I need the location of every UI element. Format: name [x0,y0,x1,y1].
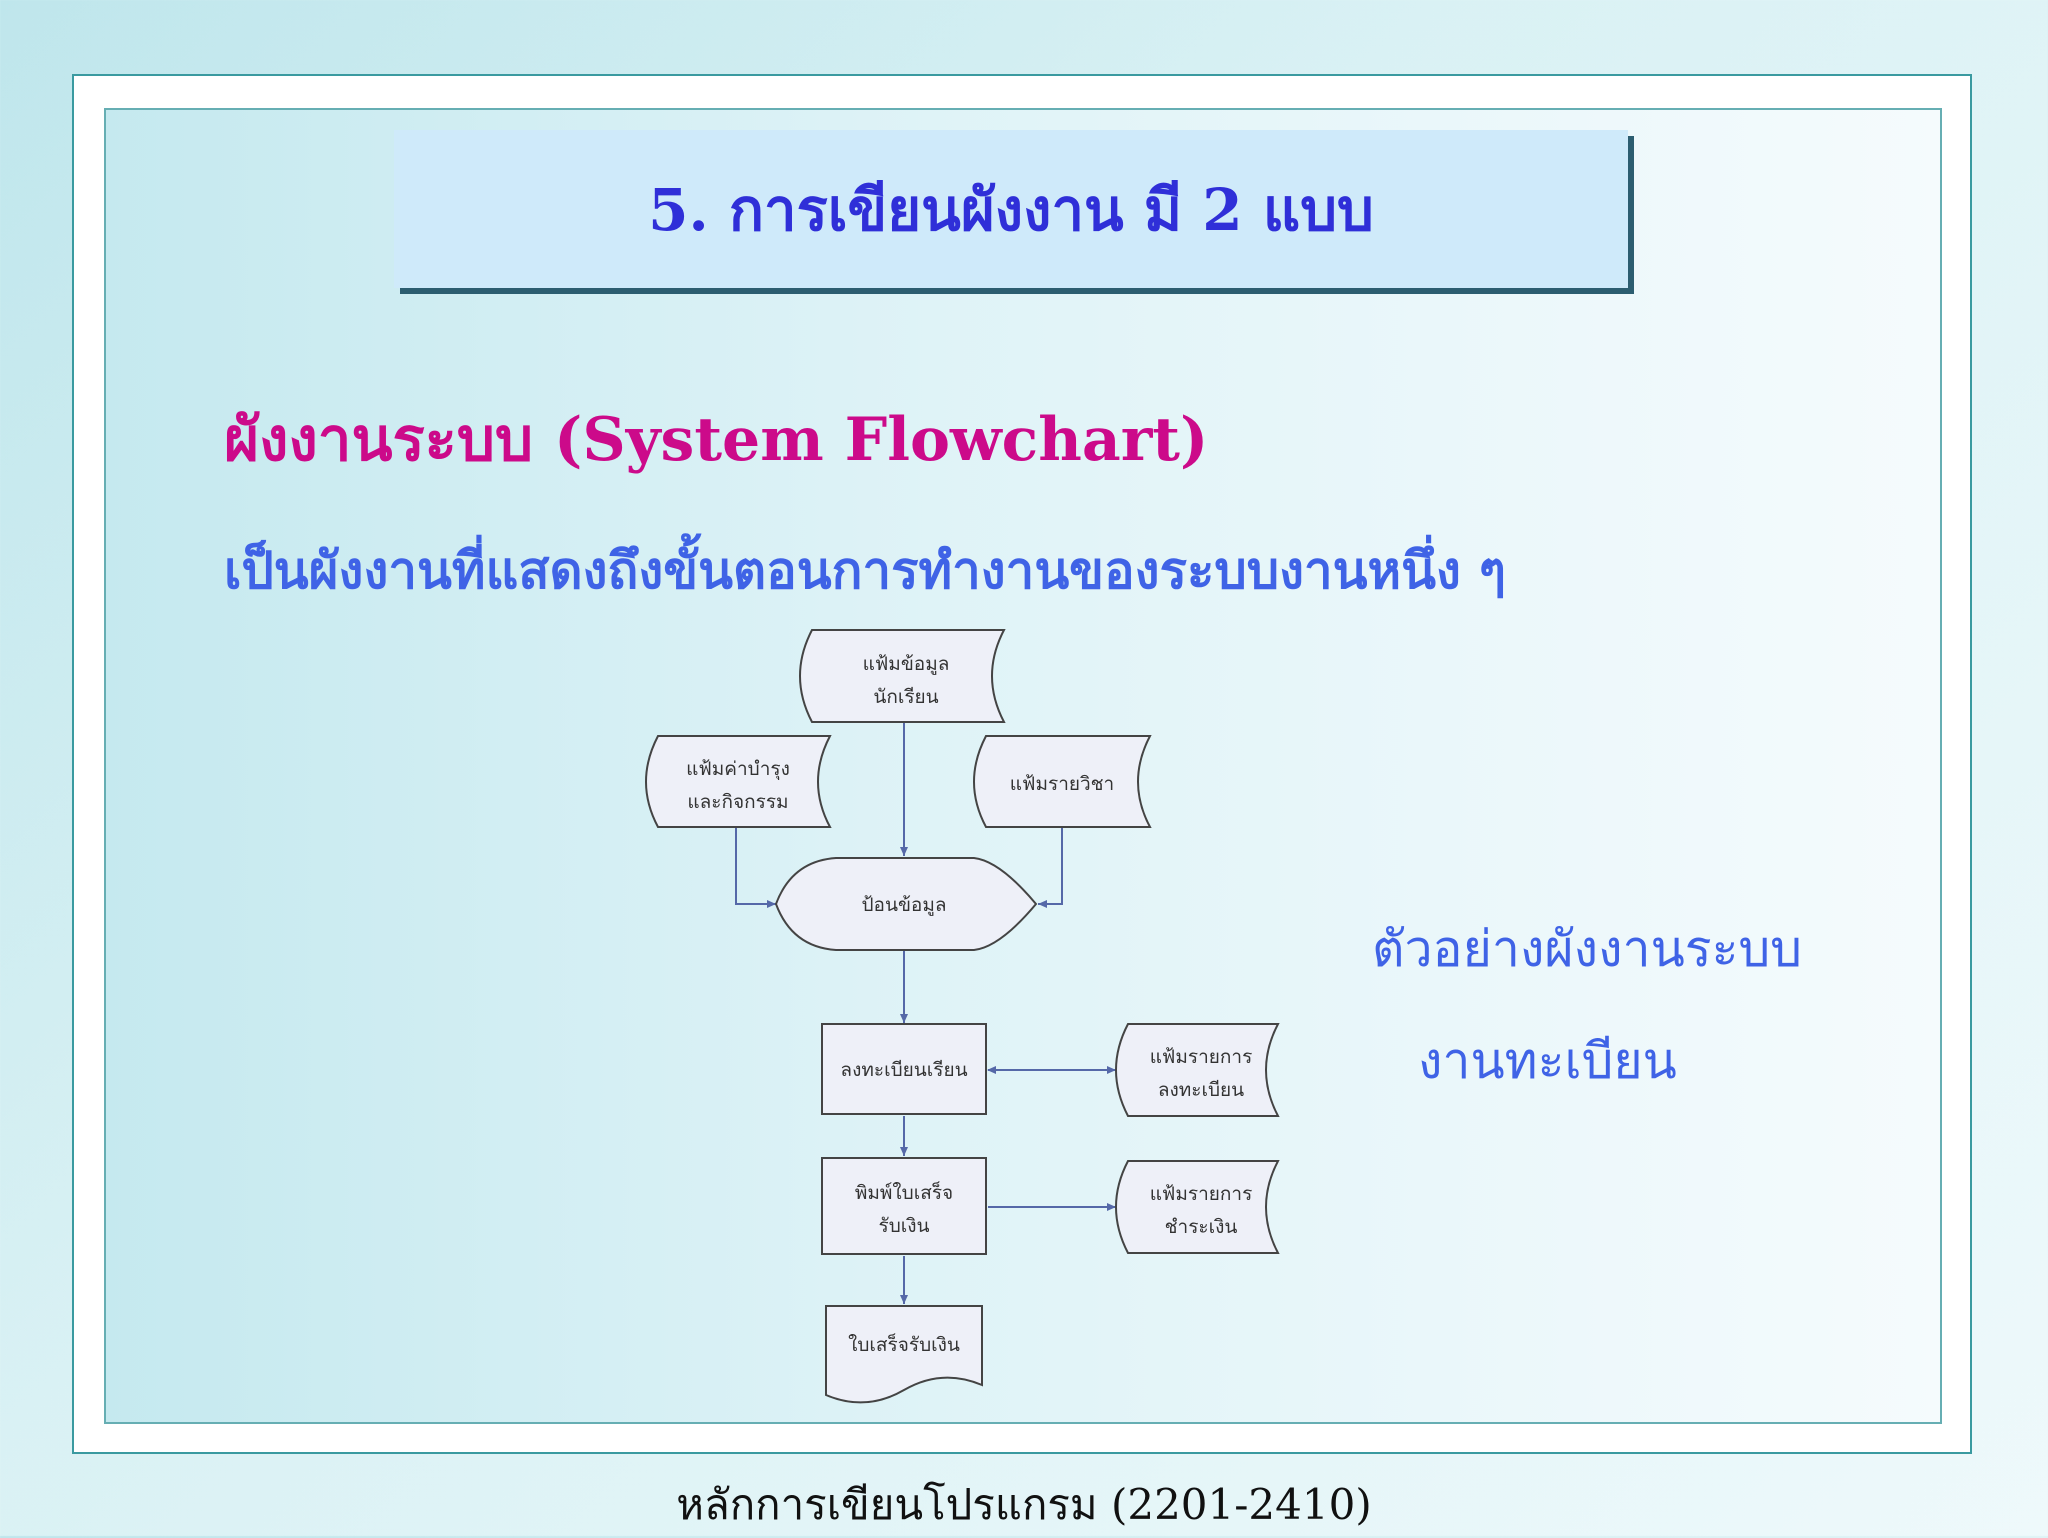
print-receipt-label-1: พิมพ์ใบเสร็จ [855,1180,953,1204]
student-file-label-1: แฟ้มข้อมูล [863,653,950,675]
course-file-label: แฟ้มรายวิชา [1010,773,1114,795]
arrow-fee-to-input [735,827,776,908]
register-file-label-2: ลงทะเบียน [1158,1079,1244,1101]
register-file-label-1: แฟ้มรายการ [1150,1046,1253,1068]
fee-file-label-2: และกิจกรรม [687,791,788,813]
payment-record-file: แฟ้มรายการ ชำระเงิน [1115,1160,1280,1254]
input-data-shape: ป้อนข้อมูล [774,857,1038,951]
fee-activity-file: แฟ้มค่าบำรุง และกิจกรรม [645,735,832,828]
registration-record-file: แฟ้มรายการ ลงทะเบียน [1115,1023,1280,1117]
fee-file-label-1: แฟ้มค่าบำรุง [686,758,790,781]
example-caption-line-1: ตัวอย่างผังงานระบบ [1372,920,1802,978]
register-label: ลงทะเบียนเรียน [840,1059,967,1081]
print-receipt-process: พิมพ์ใบเสร็จ รับเงิน [821,1157,987,1255]
student-file-label-2: นักเรียน [873,686,938,708]
section-heading: ผังงานระบบ (System Flowchart) [224,405,1209,475]
receipt-label: ใบเสร็จรับเงิน [848,1332,960,1356]
course-footer: หลักการเขียนโปรแกรม (2201-2410) [676,1480,1372,1529]
payment-file-label-2: ชำระเงิน [1165,1216,1238,1238]
print-receipt-label-2: รับเงิน [878,1215,929,1237]
payment-file-label-1: แฟ้มรายการ [1150,1183,1253,1205]
arrow-course-to-input [1038,827,1063,908]
receipt-document: ใบเสร็จรับเงิน [825,1305,983,1404]
title-box: 5. การเขียนผังงาน มี 2 แบบ [394,130,1628,288]
register-process: ลงทะเบียนเรียน [821,1023,987,1115]
example-caption-line-2: งานทะเบียน [1418,1032,1677,1090]
input-label: ป้อนข้อมูล [861,894,946,916]
slide-title: 5. การเขียนผังงาน มี 2 แบบ [648,175,1374,244]
section-description: เป็นผังงานที่แสดงถึงขั้นตอนการทำงานของระ… [224,541,1507,601]
course-file: แฟ้มรายวิชา [973,735,1152,828]
student-data-file: แฟ้มข้อมูล นักเรียน [799,629,1006,723]
system-flowchart: แฟ้มข้อมูล นักเรียน แฟ้มค่าบำรุง และกิจก… [645,629,1280,1404]
